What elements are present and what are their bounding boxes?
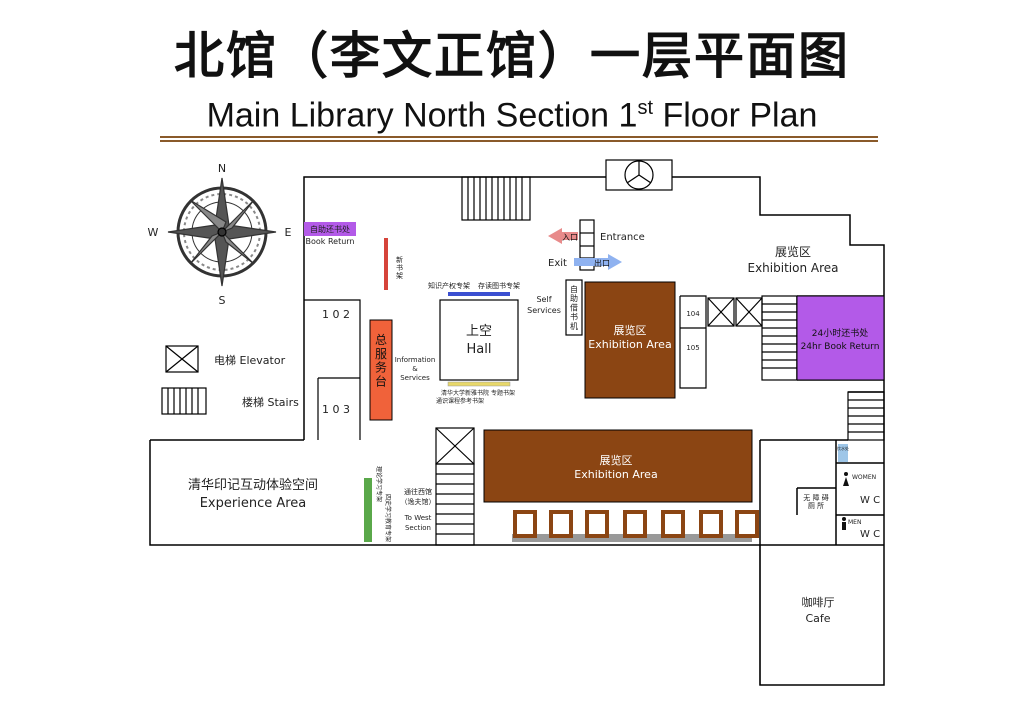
service-desk <box>369 319 393 421</box>
compass-rose-icon <box>167 177 277 287</box>
page-title-chinese: 北馆（李文正馆）一层平面图 <box>174 27 850 85</box>
compass-w-label: W <box>148 226 159 239</box>
exhibition-center-zh: 展览区 <box>614 323 647 337</box>
green-shelf <box>364 478 372 542</box>
tsinghua-shelf <box>447 381 511 387</box>
cafe-en-label: Cafe <box>805 612 830 625</box>
book-return-box <box>304 222 356 236</box>
exhibition-ne-en: Exhibition Area <box>748 261 839 275</box>
entrance-en-label: Entrance <box>600 232 645 243</box>
entrance-door-frame <box>579 219 595 271</box>
exhibition-area-center <box>584 281 676 399</box>
accessible-wc-label: 无 障 碍厕 所 <box>803 493 828 510</box>
compass-s-label: S <box>219 294 226 307</box>
revolving-door-icon <box>605 159 673 191</box>
hall-en-label: Hall <box>467 342 492 357</box>
legend-elevator-icon <box>165 345 199 373</box>
exit-arrow-icon <box>574 254 622 270</box>
display-cases <box>512 510 759 542</box>
self-borrow-machine <box>565 279 583 336</box>
top-staircase <box>461 176 531 221</box>
page-title-english: Main Library North Section 1st Floor Pla… <box>0 88 1024 135</box>
room-103-label: 1 0 3 <box>322 403 350 416</box>
title-en-suffix: Floor Plan <box>653 96 818 135</box>
room-102-label: 1 0 2 <box>322 308 350 321</box>
bottom-staircase <box>435 463 475 546</box>
elevator-bottom <box>435 427 475 465</box>
vertical-shelf-label-b: 四史学习教育专架 <box>384 494 392 542</box>
room-104-label: 104 <box>686 310 700 318</box>
compass-e-label: E <box>285 226 292 239</box>
women-restroom-icon <box>843 472 849 486</box>
men-label: MEN <box>848 519 861 526</box>
book-return-en: Book Return <box>306 237 355 246</box>
compass-n-label: N <box>218 162 226 175</box>
tsinghua-shelf-label-1: 清华大学新雅书院 专题书架 <box>441 389 515 397</box>
info-label-1: Information <box>395 356 436 364</box>
experience-zh: 清华印记互动体验空间 <box>188 477 318 493</box>
to-west-4: Section <box>405 524 431 532</box>
service-desk-label: 总服务台 <box>375 333 387 388</box>
return24-en: 24hr Book Return <box>801 342 880 352</box>
experience-en: Experience Area <box>200 496 307 511</box>
title-en-prefix: Main Library North Section 1 <box>206 96 638 135</box>
exhibition-area-bottom <box>483 429 753 503</box>
exhibition-ne-zh: 展览区 <box>775 244 811 259</box>
to-west-1: 通往西馆 <box>404 487 432 496</box>
elevator-middle <box>707 297 763 327</box>
exit-zh-label: 出口 <box>594 258 610 268</box>
women-label: WOMEN <box>852 474 876 481</box>
self-services-label-2: Services <box>527 306 561 315</box>
water-label: 饮水处 <box>837 445 849 451</box>
lower-right-staircase <box>847 391 885 441</box>
vertical-shelf-label-a: 理论学习专架 <box>375 466 383 502</box>
info-label-2: & <box>412 365 418 373</box>
wc-label-women: W C <box>860 495 880 506</box>
room-105-label: 105 <box>686 344 699 352</box>
cafe-zh-label: 咖啡厅 <box>802 595 835 609</box>
book-return-24hr-area <box>796 295 885 381</box>
rooms-104-105 <box>679 295 707 389</box>
tsinghua-shelf-label-2: 通识课程参考书架 <box>436 397 484 405</box>
to-west-3: To West <box>404 514 432 522</box>
entrance-arrow-icon <box>548 228 578 244</box>
exhibition-bottom-zh: 展览区 <box>600 453 633 467</box>
room-102-walls <box>304 299 361 440</box>
legend-stairs-label: 楼梯 Stairs <box>242 395 299 409</box>
return24-zh: 24小时还书处 <box>812 327 868 339</box>
new-books-shelf <box>384 238 388 290</box>
exhibition-bottom-en: Exhibition Area <box>574 468 657 481</box>
hall-void <box>439 299 519 381</box>
storage-shelf-label: 存读图书专架 <box>478 281 520 290</box>
right-staircase <box>761 295 798 381</box>
wc-label-men: W C <box>860 529 880 540</box>
exit-en-label: Exit <box>548 258 567 269</box>
self-borrow-label: 自助借书机 <box>570 284 578 331</box>
new-books-label: 新书架 <box>396 255 403 280</box>
title-rule-top <box>160 136 878 138</box>
hall-zh-label: 上空 <box>466 324 492 339</box>
title-rule-bottom <box>160 140 878 142</box>
men-restroom-icon <box>842 517 846 530</box>
exhibition-center-en: Exhibition Area <box>588 338 671 351</box>
info-label-3: Services <box>400 374 430 382</box>
water-station <box>838 444 848 462</box>
book-return-zh: 自助还书处 <box>310 224 350 234</box>
self-services-label-1: Self <box>536 295 551 304</box>
ip-shelf-label: 知识产权专架 <box>428 281 470 290</box>
legend-elevator-label: 电梯 Elevator <box>214 354 286 367</box>
title-en-superscript: st <box>637 97 654 119</box>
entrance-zh-label: 入口 <box>562 233 578 242</box>
ip-shelf <box>448 292 510 296</box>
to-west-2: （逸夫馆） <box>401 497 436 506</box>
legend-stairs-icon <box>161 387 207 415</box>
